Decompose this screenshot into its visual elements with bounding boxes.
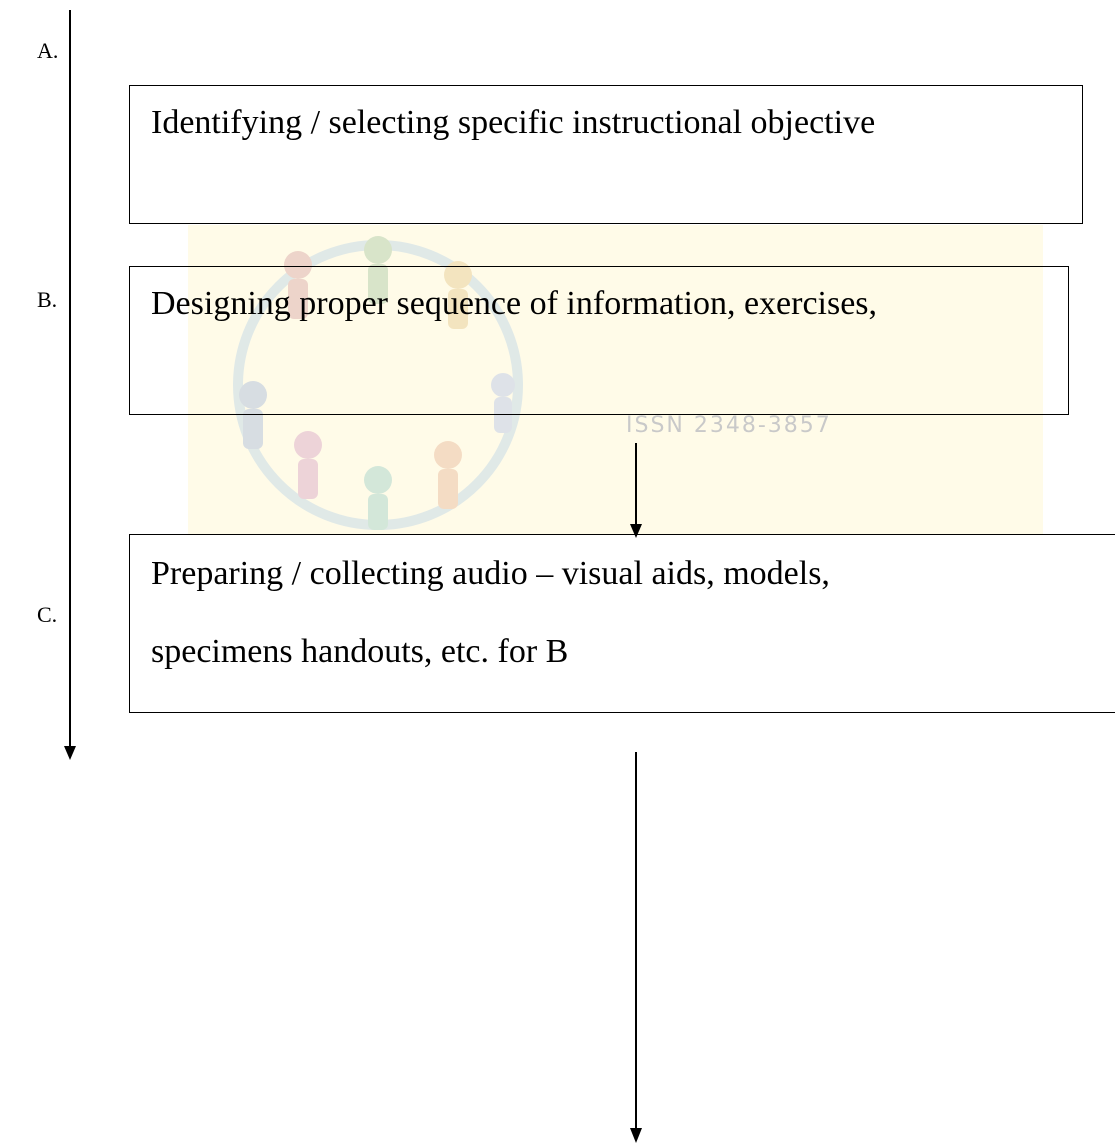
arrow-b-to-c-arrowhead bbox=[630, 524, 642, 538]
watermark-issn: ISSN 2348-3857 bbox=[626, 413, 832, 438]
step-b-text: Designing proper sequence of information… bbox=[151, 285, 878, 322]
step-box-a: Identifying / selecting specific instruc… bbox=[129, 85, 1083, 224]
step-box-c: Preparing / collecting audio – visual ai… bbox=[129, 534, 1115, 713]
watermark: ISSN 2348-3857 bbox=[188, 225, 1043, 535]
step-a-text: Identifying / selecting specific instruc… bbox=[151, 104, 876, 141]
sequence-axis-arrowhead bbox=[64, 746, 76, 760]
step-c-text-line2: specimens handouts, etc. for B bbox=[151, 633, 569, 671]
watermark-globe-figures bbox=[233, 236, 523, 530]
step-label-a: A. bbox=[37, 38, 59, 63]
step-label-b: B. bbox=[37, 287, 58, 312]
step-c-text-line1: Preparing / collecting audio – visual ai… bbox=[151, 555, 830, 592]
arrow-c-down-arrowhead bbox=[630, 1128, 642, 1143]
step-box-b: Designing proper sequence of information… bbox=[129, 266, 1069, 415]
step-label-c: C. bbox=[37, 602, 58, 627]
